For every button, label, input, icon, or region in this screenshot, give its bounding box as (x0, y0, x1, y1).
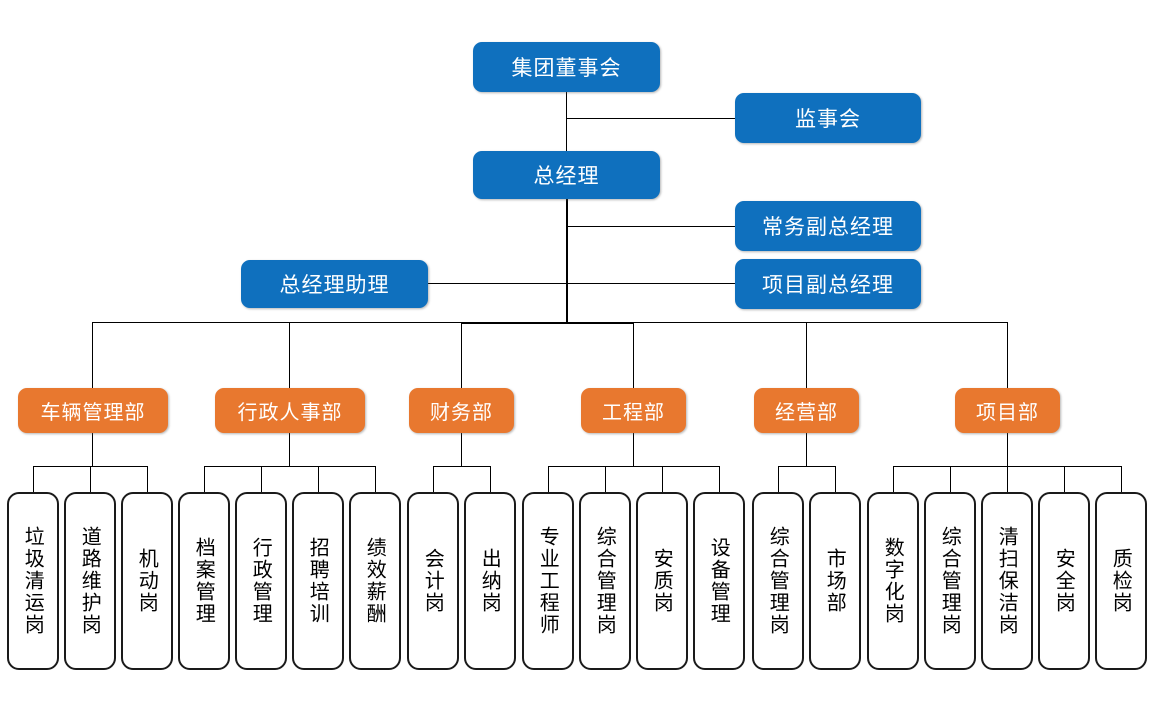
node-position-accounting[interactable]: 会计岗 (407, 492, 459, 670)
node-position-equipment-management[interactable]: 设备管理 (693, 492, 745, 670)
connector-dept1-drop-1 (33, 466, 34, 492)
connector-dept3-drop-1 (433, 466, 434, 492)
node-position-admin-management[interactable]: 行政管理 (235, 492, 287, 670)
node-board-of-supervisors[interactable]: 监事会 (735, 93, 921, 143)
connector-drop-dept-3 (461, 322, 462, 388)
connector-drop-dept-6 (1007, 322, 1008, 388)
connector-gm-spine-to-supervisor (566, 118, 736, 119)
connector-dept6-stem (1007, 433, 1008, 466)
connector-dept2-drop-1 (204, 466, 205, 492)
connector-dept2-drop-4 (375, 466, 376, 492)
connector-department-bus-center (462, 322, 634, 324)
node-position-recruit-training[interactable]: 招聘培训 (292, 492, 344, 670)
node-department-vehicle-management[interactable]: 车辆管理部 (18, 388, 168, 433)
node-position-comprehensive-management-proj[interactable]: 综合管理岗 (924, 492, 976, 670)
node-board-of-directors[interactable]: 集团董事会 (473, 42, 660, 92)
node-project-vice-general-manager[interactable]: 项目副总经理 (735, 259, 921, 309)
connector-dept1-drop-2 (90, 466, 91, 492)
node-position-cashier[interactable]: 出纳岗 (464, 492, 516, 670)
connector-dept5-bus (778, 466, 836, 467)
connector-dept3-bus (433, 466, 491, 467)
connector-dept4-drop-4 (719, 466, 720, 492)
connector-dept5-stem (806, 433, 807, 466)
node-position-digitalization[interactable]: 数字化岗 (867, 492, 919, 670)
connector-dept3-stem (461, 433, 462, 466)
connector-dept4-stem (633, 433, 634, 466)
connector-spine-to-executive-vice-gm (567, 226, 736, 227)
connector-dept1-stem (92, 433, 93, 466)
node-general-manager[interactable]: 总经理 (473, 151, 660, 199)
node-position-quality-inspection[interactable]: 质检岗 (1095, 492, 1147, 670)
node-department-engineering[interactable]: 工程部 (581, 388, 686, 433)
connector-gm-main-spine (566, 199, 568, 323)
node-position-comprehensive-management-eng[interactable]: 综合管理岗 (579, 492, 631, 670)
connector-dept3-drop-2 (490, 466, 491, 492)
node-position-road-maintenance[interactable]: 道路维护岗 (64, 492, 116, 670)
node-gm-assistant[interactable]: 总经理助理 (241, 260, 428, 308)
node-position-comprehensive-management-ops[interactable]: 综合管理岗 (752, 492, 804, 670)
connector-dept5-drop-2 (835, 466, 836, 492)
connector-dept6-drop-5 (1121, 466, 1122, 492)
node-position-safety[interactable]: 安全岗 (1038, 492, 1090, 670)
connector-dept4-drop-1 (548, 466, 549, 492)
connector-dept6-drop-2 (950, 466, 951, 492)
node-position-cleaning[interactable]: 清扫保洁岗 (981, 492, 1033, 670)
connector-dept2-drop-2 (261, 466, 262, 492)
node-department-admin-hr[interactable]: 行政人事部 (215, 388, 365, 433)
connector-drop-dept-1 (92, 322, 93, 388)
node-position-flexible-duty[interactable]: 机动岗 (121, 492, 173, 670)
connector-drop-dept-4 (633, 322, 634, 388)
connector-assistant-to-project-vice-gm (428, 283, 736, 284)
node-position-performance-pay[interactable]: 绩效薪酬 (349, 492, 401, 670)
connector-board-to-gm (566, 92, 567, 151)
connector-drop-dept-2 (289, 322, 290, 388)
connector-dept6-drop-3 (1007, 466, 1008, 492)
connector-dept2-stem (289, 433, 290, 466)
node-position-professional-engineer[interactable]: 专业工程师 (522, 492, 574, 670)
connector-dept6-drop-1 (893, 466, 894, 492)
connector-dept2-drop-3 (318, 466, 319, 492)
node-department-operations[interactable]: 经营部 (754, 388, 859, 433)
node-department-finance[interactable]: 财务部 (409, 388, 514, 433)
node-department-project[interactable]: 项目部 (955, 388, 1060, 433)
node-position-archive-management[interactable]: 档案管理 (178, 492, 230, 670)
node-position-safety-quality[interactable]: 安质岗 (636, 492, 688, 670)
connector-dept2-bus (204, 466, 376, 467)
connector-dept5-drop-1 (778, 466, 779, 492)
connector-dept4-drop-2 (605, 466, 606, 492)
node-executive-vice-general-manager[interactable]: 常务副总经理 (735, 201, 921, 251)
connector-dept4-bus (548, 466, 720, 467)
connector-drop-dept-5 (806, 322, 807, 388)
node-position-waste-transport[interactable]: 垃圾清运岗 (7, 492, 59, 670)
connector-dept1-drop-3 (147, 466, 148, 492)
connector-dept6-drop-4 (1064, 466, 1065, 492)
connector-dept4-drop-3 (662, 466, 663, 492)
node-position-marketing[interactable]: 市场部 (809, 492, 861, 670)
